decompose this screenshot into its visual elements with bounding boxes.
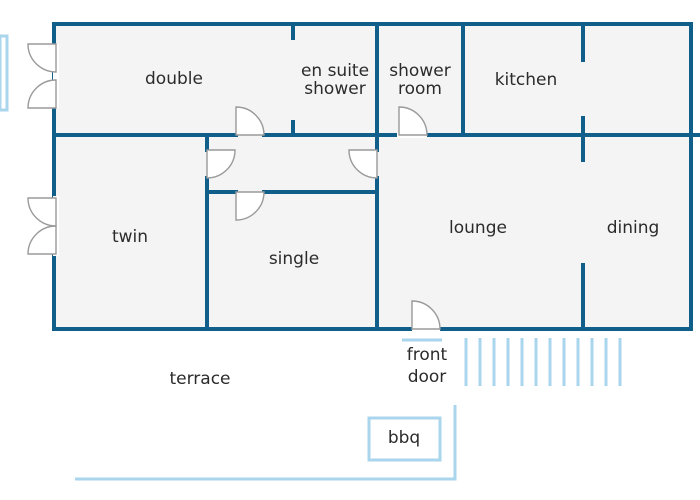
door-front[interactable] bbox=[411, 300, 441, 330]
label-en-suite-line2: shower bbox=[304, 79, 365, 99]
label-bbq: bbq bbox=[388, 428, 420, 448]
label-single: single bbox=[269, 249, 319, 269]
window-left-outdoor bbox=[0, 34, 9, 112]
door-twin-hall[interactable] bbox=[206, 149, 236, 179]
label-double: double bbox=[145, 69, 203, 89]
label-terrace: terrace bbox=[169, 369, 230, 389]
label-front-line1: front bbox=[407, 345, 448, 365]
label-shower-line1: shower bbox=[389, 61, 450, 81]
label-en-suite-line1: en suite bbox=[301, 61, 369, 81]
label-shower-line2: room bbox=[398, 79, 442, 99]
door-double-upper[interactable] bbox=[27, 43, 57, 73]
bbq-outline bbox=[367, 416, 442, 462]
door-double-lower[interactable] bbox=[27, 79, 57, 109]
label-kitchen: kitchen bbox=[495, 70, 558, 90]
door-single-hall[interactable] bbox=[235, 191, 265, 221]
door-twin-upper[interactable] bbox=[27, 197, 57, 227]
exterior-wall bbox=[52, 22, 693, 331]
terrace-edge bbox=[75, 405, 457, 481]
door-double-hall[interactable] bbox=[235, 106, 265, 136]
label-twin: twin bbox=[112, 227, 148, 247]
label-lounge: lounge bbox=[449, 218, 507, 238]
door-twin-lower[interactable] bbox=[27, 225, 57, 255]
door-lounge-hall[interactable] bbox=[348, 149, 378, 179]
label-dining: dining bbox=[607, 218, 660, 238]
door-shower-room[interactable] bbox=[398, 106, 428, 136]
label-front-line2: door bbox=[408, 367, 447, 387]
deck-slats bbox=[464, 338, 622, 386]
